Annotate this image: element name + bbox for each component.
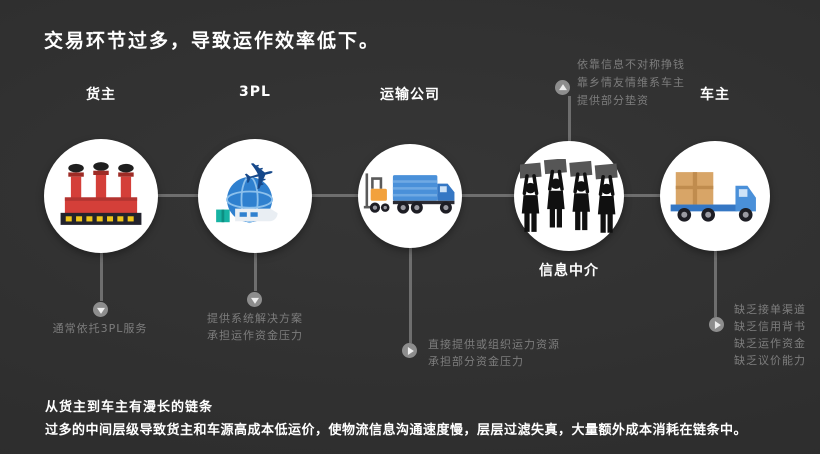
factory-icon [60,161,142,225]
slide-title: 交易环节过多，导致运作效率低下。 [44,30,381,52]
node-circle-cargo-owner [44,139,158,253]
arrow-down-icon [93,302,108,317]
note-driver: 缺乏接单渠道 缺乏信用背书 缺乏运作资金 缺乏议价能力 [734,303,806,367]
note-broker: 依靠信息不对称挣钱 靠乡情友情维系车主 提供部分垫资 [577,58,685,107]
connector-tpl [254,253,257,291]
people-signs-icon [520,159,618,233]
node-circle-driver [660,141,770,251]
footer-summary-body: 过多的中间层级导致货主和车源高成本低运价，使物流信息沟通速度慢，层层过滤失真，大… [45,423,748,438]
arrow-right-icon [709,317,724,332]
connector-driver [714,251,717,317]
note-cargo-owner: 通常依托3PL服务 [52,322,148,335]
node-circle-carrier [358,144,462,248]
node-label-tpl: 3PL [239,84,271,100]
arrow-down-icon [247,292,262,307]
note-carrier: 直接提供或组织运力资源 承担部分资金压力 [428,338,560,368]
connector-carrier [409,248,412,343]
connector-cargo-owner [100,253,103,301]
arrow-up-icon [555,80,570,95]
truck-box-icon [670,172,756,222]
node-label-cargo-owner: 货主 [86,87,116,103]
node-label-carrier: 运输公司 [380,87,440,103]
node-circle-tpl: ✈ [198,139,312,253]
globe-airplane-icon: ✈ [216,158,280,224]
forklift-truck-icon [363,172,455,214]
arrow-right-icon [402,343,417,358]
note-tpl: 提供系统解决方案 承担运作资金压力 [207,312,303,342]
node-circle-broker [514,141,624,251]
node-label-driver: 车主 [700,87,730,103]
footer-summary-title: 从货主到车主有漫长的链条 [45,400,214,415]
node-label-broker: 信息中介 [539,263,599,279]
connector-broker [568,96,571,141]
